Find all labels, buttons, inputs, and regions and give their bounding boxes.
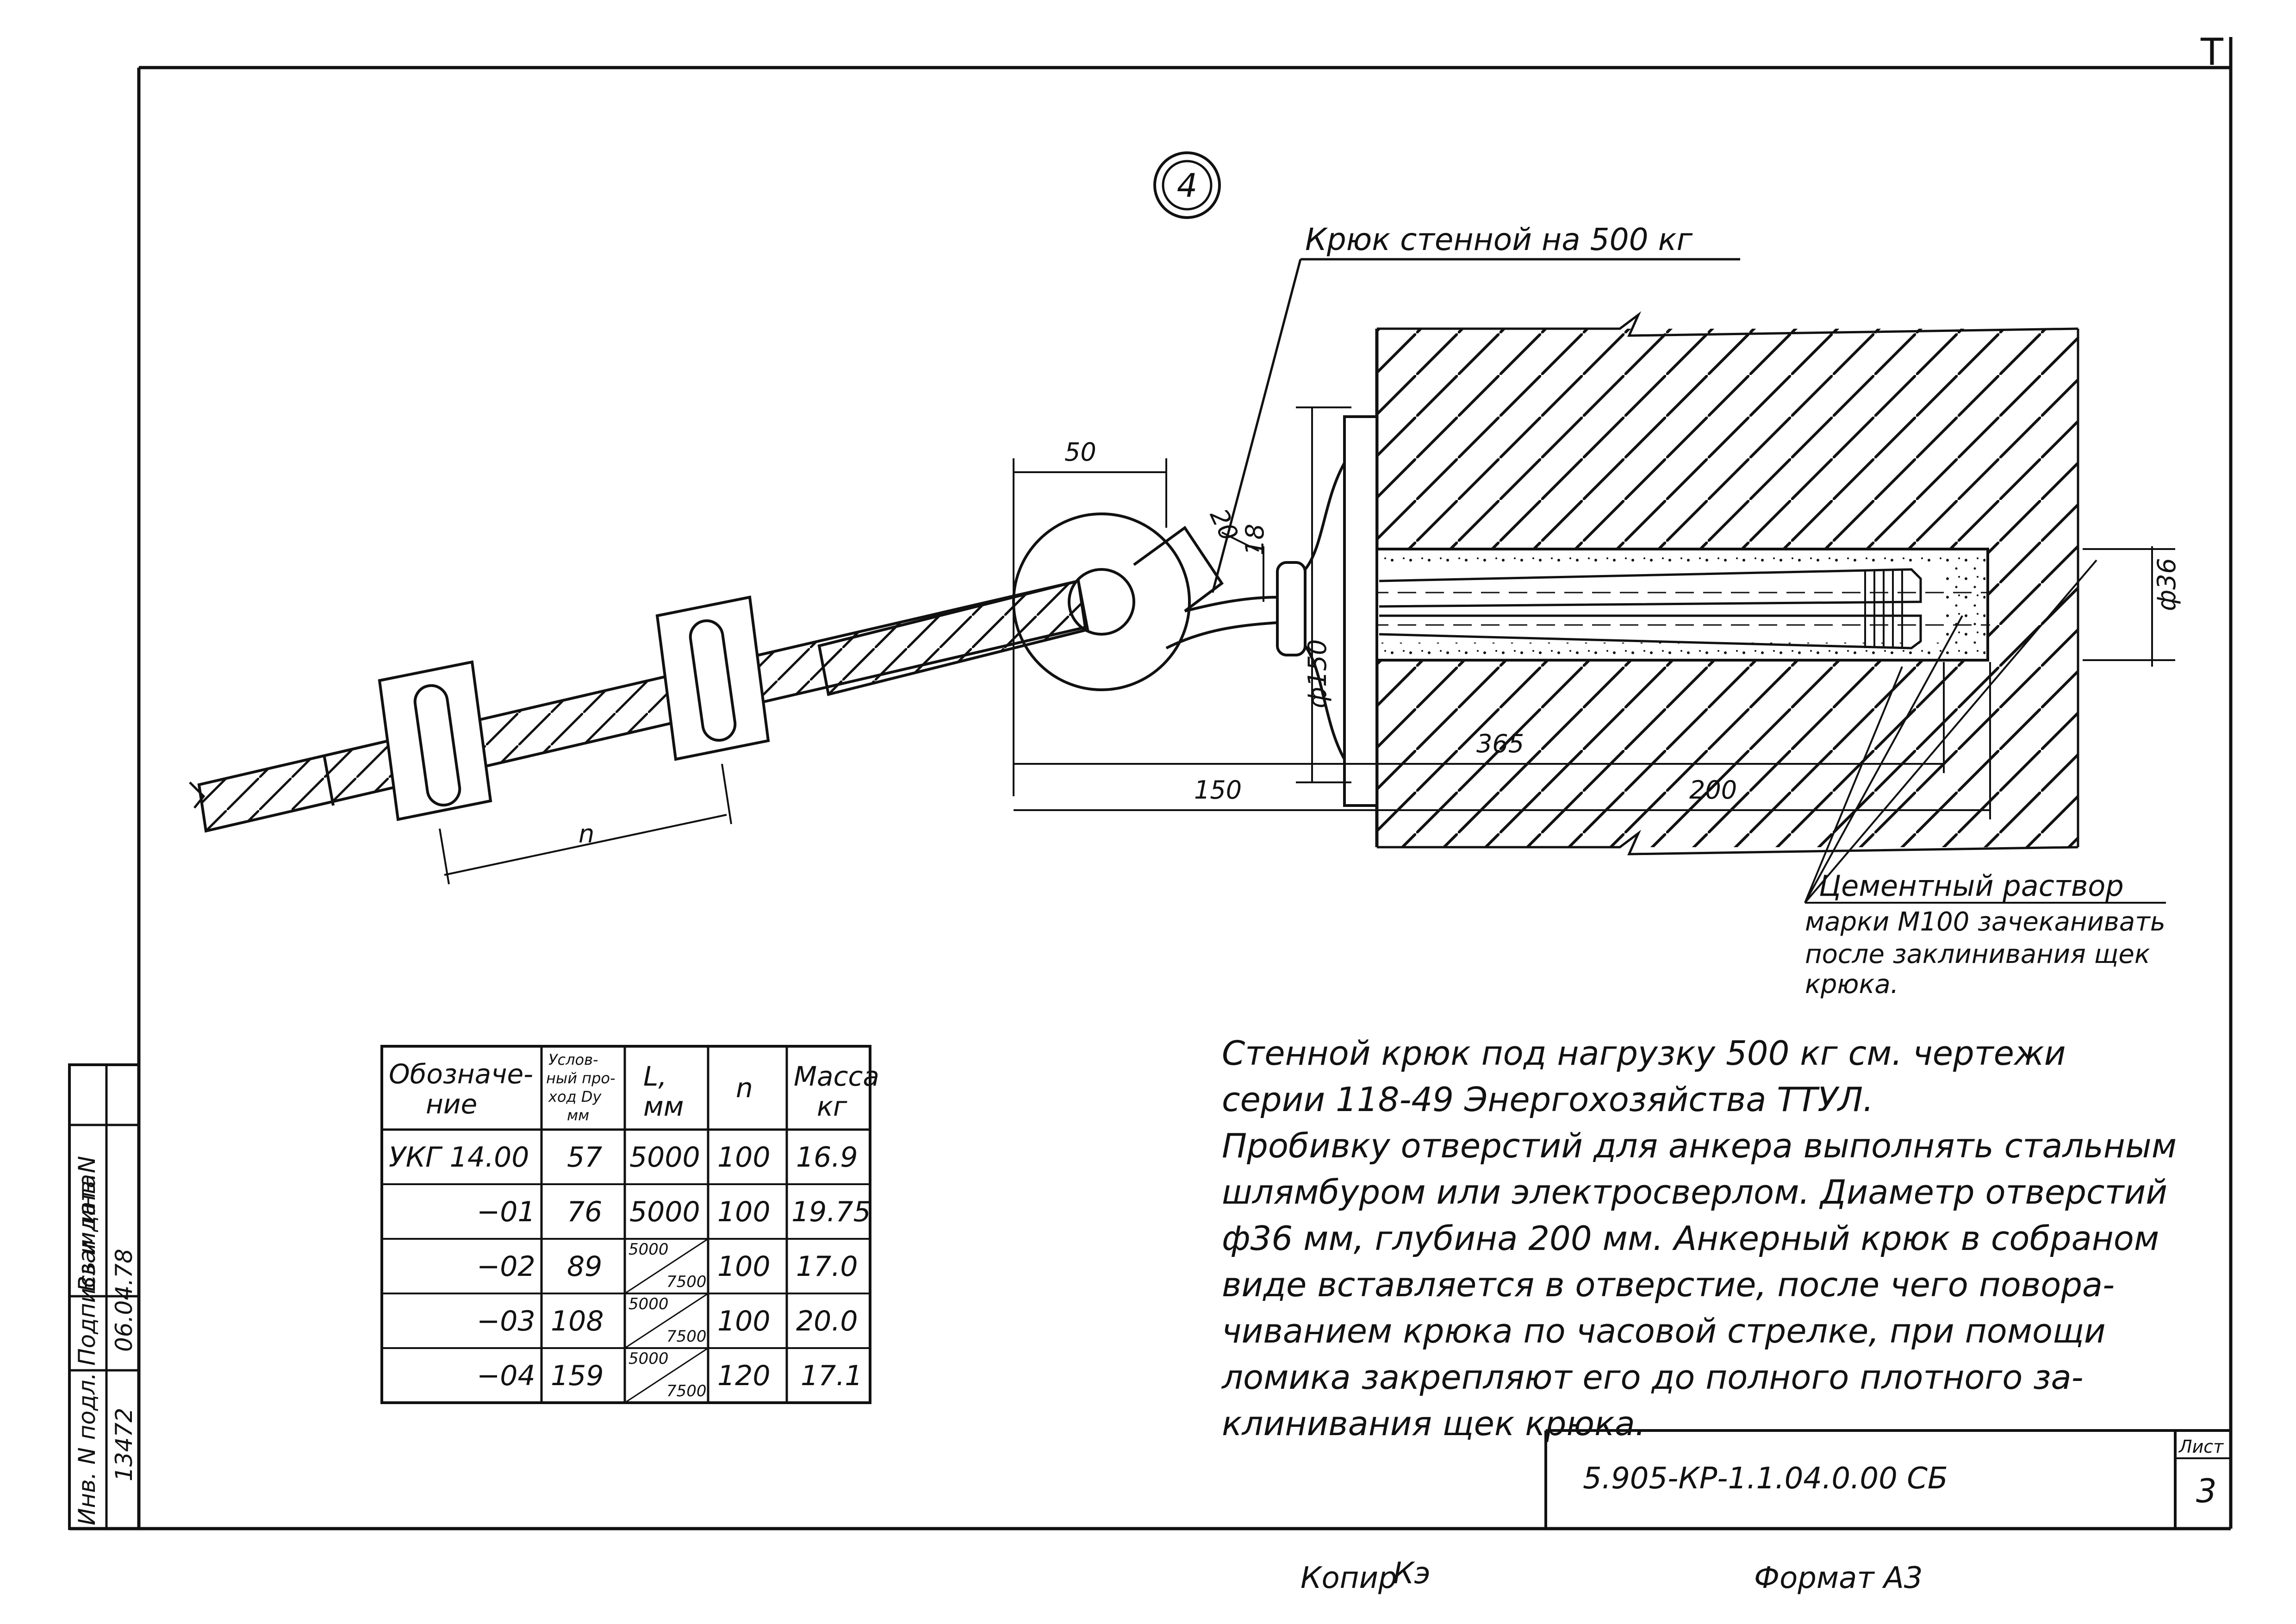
th-bore-1: Услов- (548, 1051, 598, 1068)
stamp-signature-date: Подпись и дата (74, 1174, 100, 1366)
dim-365: 365 (1476, 729, 1524, 758)
dim-n: n (579, 819, 594, 849)
table-row-1-mass: 16.9 (796, 1141, 858, 1174)
dim-50: 50 (1064, 437, 1096, 467)
mortar-leaders (1804, 559, 2166, 904)
table-row-5-length-bottom: 7500 (666, 1382, 707, 1400)
general-note-line-1: Стенной крюк под нагрузку 500 кг см. чер… (1222, 1034, 2066, 1073)
mortar-note-line-2: марки М100 зачеканивать (1805, 907, 2165, 937)
general-note-line-5: ф36 мм, глубина 200 мм. Анкерный крюк в … (1222, 1219, 2159, 1258)
dim-150: 150 (1194, 775, 1242, 805)
th-designation-2: ние (426, 1088, 477, 1120)
th-n: n (736, 1072, 753, 1104)
table-row-3-mass: 17.0 (796, 1250, 858, 1283)
general-note-line-9: клинивания щек крюка. (1222, 1404, 1646, 1443)
th-length-2: мм (643, 1091, 684, 1122)
table-row-3-designation: −02 (477, 1250, 535, 1283)
pipe-rod (189, 579, 1089, 833)
hook-eye (1012, 512, 1278, 691)
table-row-2-length: 5000 (629, 1196, 700, 1228)
stamp-inv-original: Инв. N подл. (74, 1373, 100, 1525)
table-row-2-mass: 19.75 (791, 1196, 871, 1228)
table-row-5-designation: −04 (477, 1360, 535, 1392)
general-note-line-2: серии 118-49 Энергохозяйства ТТУЛ. (1222, 1080, 1873, 1119)
general-note-line-8: ломика закрепляют его до полного плотног… (1221, 1358, 2084, 1397)
title-code: 5.905-КР-1.1.04.0.00 СБ (1583, 1462, 1948, 1496)
dimension-lines (439, 406, 2175, 885)
th-bore-2: ный про- (546, 1069, 616, 1087)
stamp-inv-replacement: Взам.инв.N (74, 1156, 100, 1292)
table-row-3-bore: 89 (567, 1250, 602, 1283)
footer-copied: Копир (1300, 1561, 1397, 1595)
th-mass-2: кг (817, 1091, 847, 1122)
table-row-3-length-top: 5000 (628, 1240, 669, 1259)
table-row-2-bore: 76 (567, 1196, 602, 1228)
dim-20: 20 (1204, 504, 1244, 545)
th-mass-1: Масса (794, 1061, 879, 1092)
table-row-4-length-top: 5000 (628, 1295, 669, 1313)
general-note-line-6: виде вставляется в отверстие, после чего… (1222, 1265, 2115, 1304)
table-row-1-bore: 57 (567, 1141, 602, 1174)
sheet-number: 3 (2196, 1472, 2217, 1510)
wall-section (1370, 311, 2079, 856)
table-row-4-mass: 20.0 (796, 1305, 858, 1337)
general-note-line-3: Пробивку отверстий для анкера выполнять … (1222, 1126, 2177, 1165)
spec-table (380, 1045, 871, 1404)
general-note-line-4: шлямбуром или электросверлом. Диаметр от… (1222, 1173, 2167, 1212)
stamp-date-value: 06.04.78 (111, 1249, 137, 1352)
hook-callout: Крюк стенной на 500 кг (1211, 222, 1740, 593)
table-row-5-bore: 159 (551, 1360, 604, 1392)
mortar-note-line-3: после заклинивания щек (1805, 939, 2150, 969)
footer-format: Формат А3 (1754, 1561, 1923, 1595)
anchor-thread (1864, 569, 1903, 648)
th-length-1: L, (643, 1061, 667, 1092)
dim-200: 200 (1689, 775, 1737, 805)
dim-phi150: ф150 (1303, 639, 1332, 708)
mortar-note-line-1: Цементный раствор (1819, 869, 2124, 903)
th-bore-4: мм (567, 1106, 589, 1124)
side-stamp (68, 1063, 140, 1530)
dim-18: 18 (1240, 524, 1269, 556)
th-designation-1: Обозначе- (389, 1058, 533, 1090)
sheet-label: Лист (2178, 1437, 2224, 1457)
table-row-4-n: 100 (717, 1305, 771, 1337)
table-row-3-length-bottom: 7500 (666, 1273, 707, 1291)
dim-phi36: ф36 (2152, 558, 2181, 611)
table-row-1-n: 100 (717, 1141, 771, 1174)
table-row-4-length-bottom: 7500 (666, 1327, 707, 1346)
footer-copied-sign: Кэ (1393, 1556, 1431, 1591)
view-number-marker: 4 (1153, 151, 1221, 219)
stamp-inv-value: 13472 (111, 1408, 137, 1481)
corner-mark: Т (2200, 31, 2224, 74)
table-row-4-designation: −03 (477, 1305, 535, 1337)
callout-title: Крюк стенной на 500 кг (1305, 222, 1692, 257)
table-row-1-designation: УКГ 14.00 (389, 1141, 529, 1174)
view-number: 4 (1177, 167, 1198, 205)
th-bore-3: ход Dу (548, 1088, 602, 1106)
table-row-4-bore: 108 (551, 1305, 604, 1337)
general-notes: Стенной крюк под нагрузку 500 кг см. чер… (1221, 1034, 2177, 1443)
table-row-5-n: 120 (717, 1360, 771, 1392)
table-row-5-length-top: 5000 (628, 1349, 669, 1368)
title-block (1544, 1429, 2231, 1529)
pipe-clamp-2 (655, 595, 770, 761)
table-row-5-mass: 17.1 (801, 1360, 863, 1392)
table-row-2-designation: −01 (477, 1196, 535, 1228)
table-row-2-n: 100 (717, 1196, 771, 1228)
pipe-clamp-1 (378, 660, 492, 821)
general-note-line-7: чиванием крюка по часовой стрелке, при п… (1222, 1312, 2106, 1350)
table-row-1-length: 5000 (629, 1141, 700, 1174)
mortar-note-line-4: крюка. (1805, 969, 1898, 999)
table-row-3-n: 100 (717, 1250, 771, 1283)
hook-flange (1276, 415, 1378, 807)
